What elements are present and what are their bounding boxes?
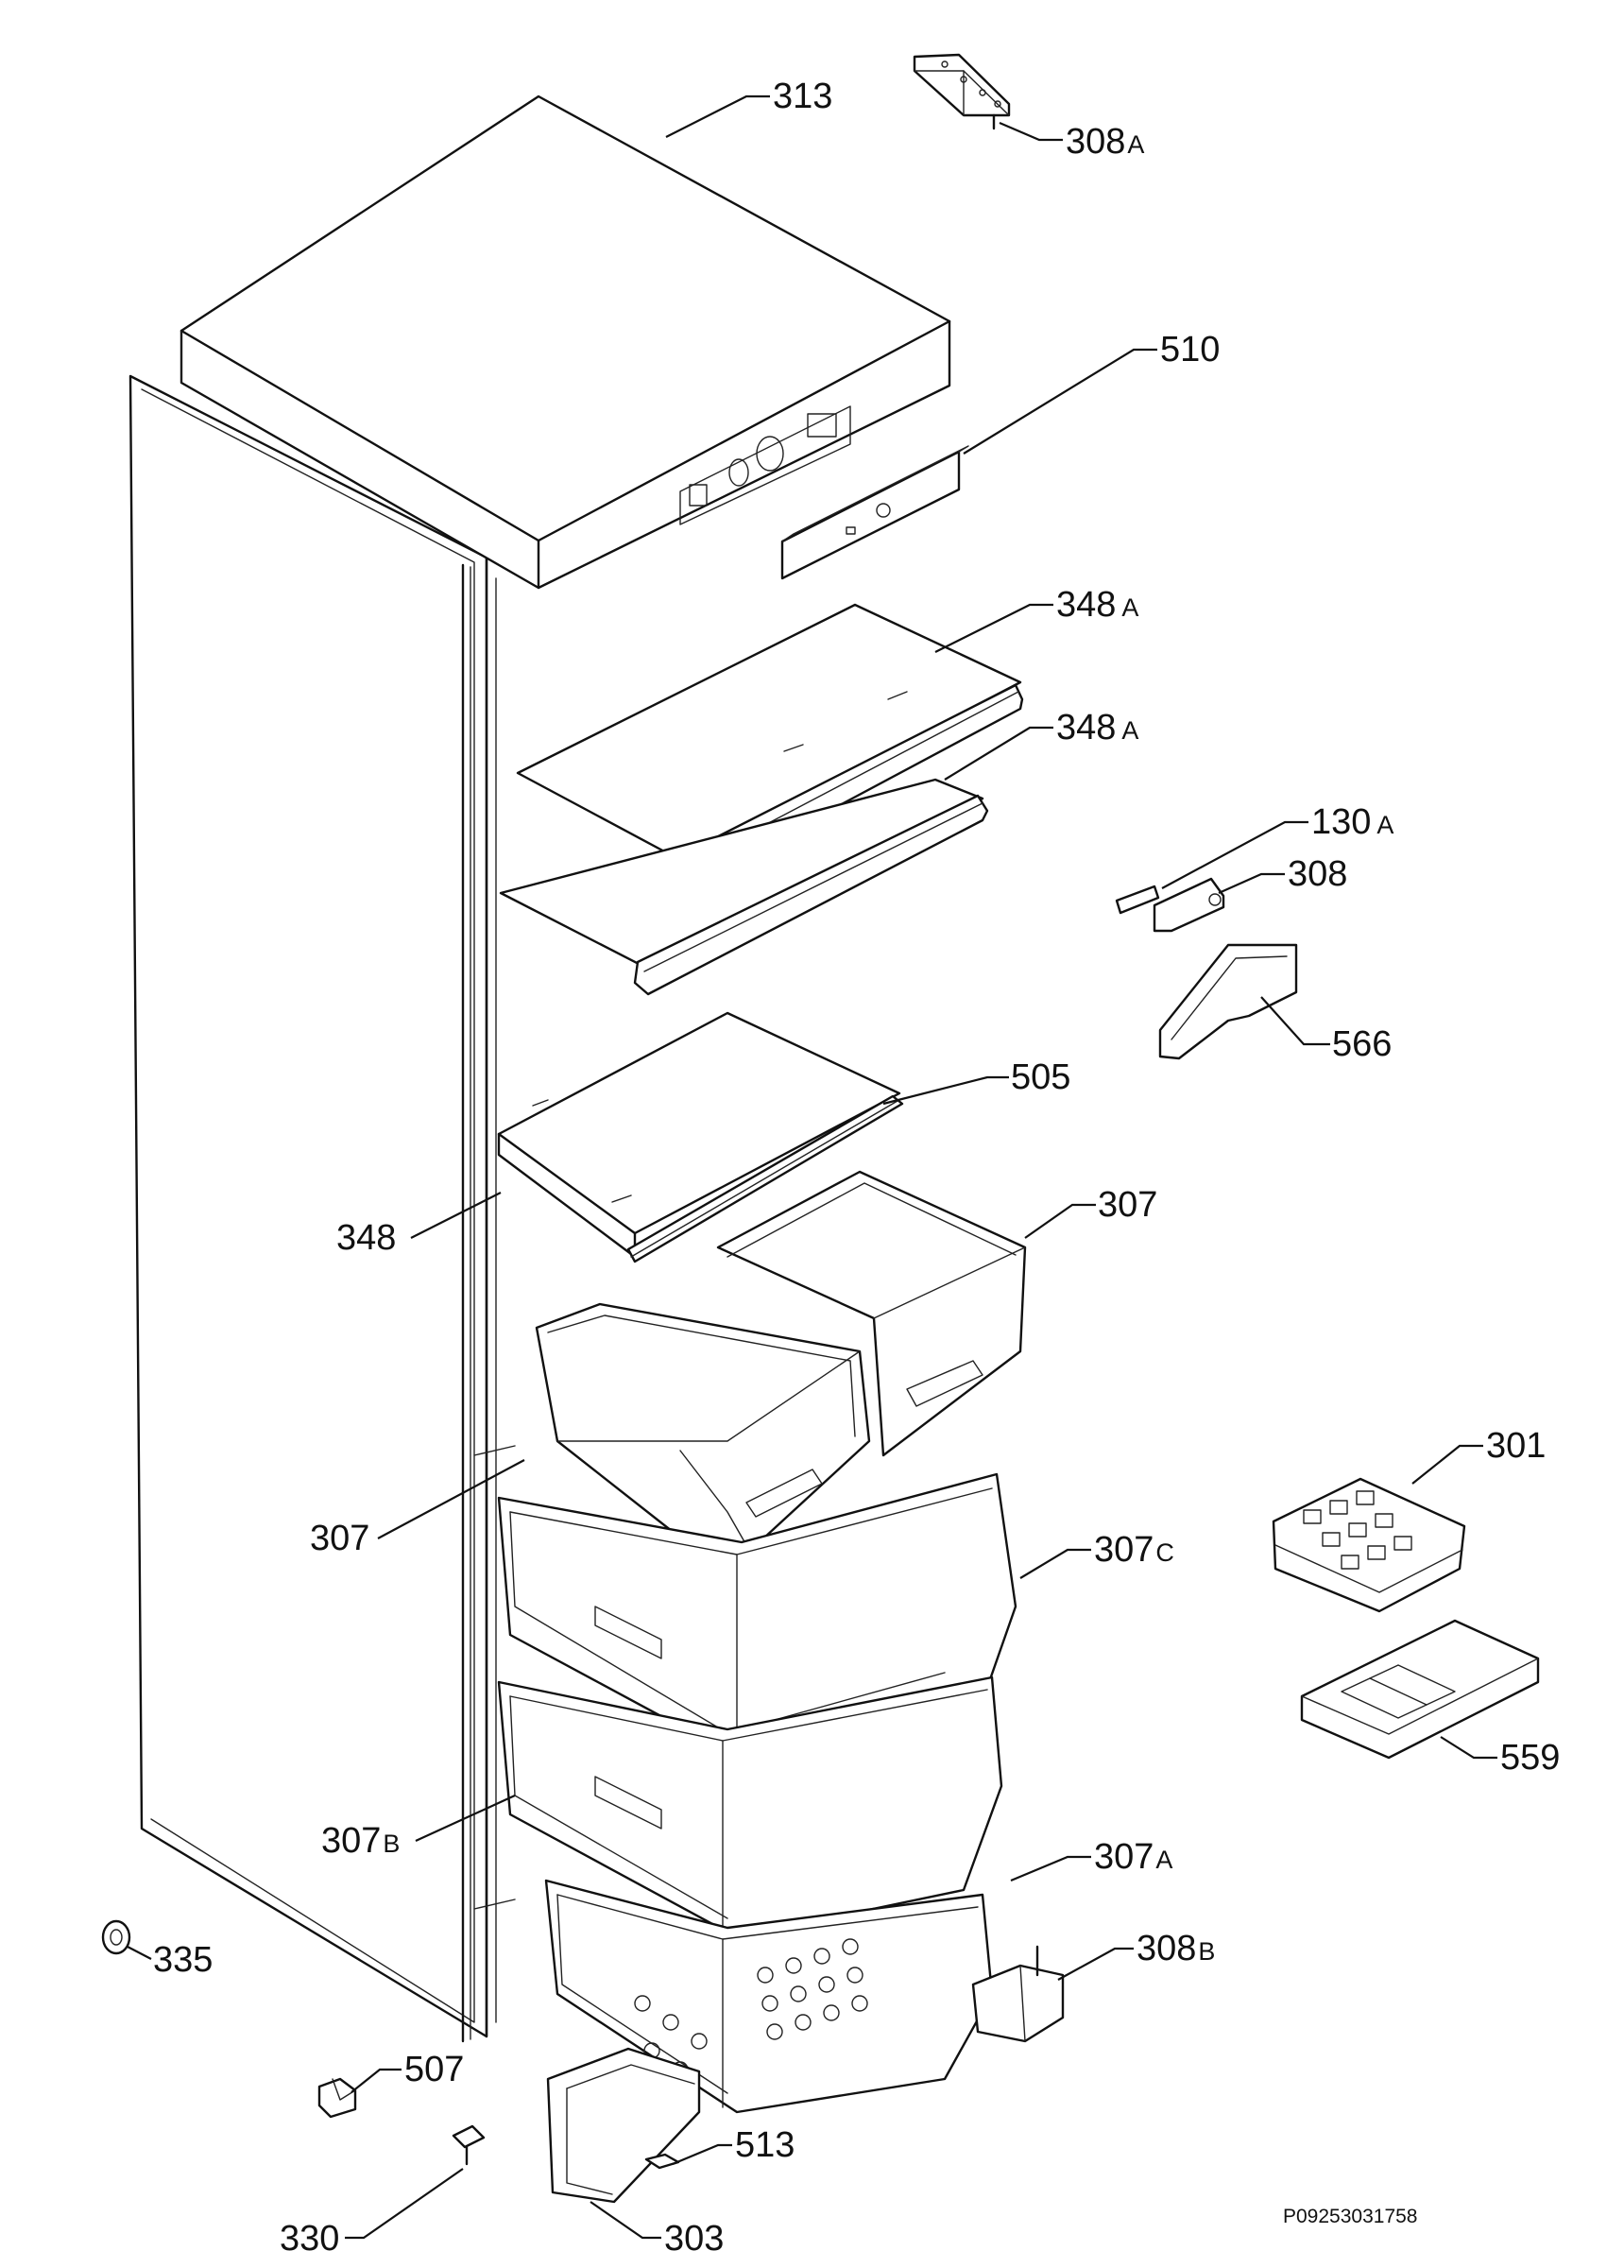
- label-308a: 308A: [1066, 122, 1144, 162]
- crisper-drawer-right: [716, 1170, 1027, 1457]
- label-507: 507: [404, 2050, 464, 2089]
- adjustable-foot: [101, 1919, 131, 1955]
- label-335: 335: [153, 1940, 213, 1980]
- door-stop-bracket: [1158, 943, 1298, 1060]
- label-513: 513: [735, 2125, 795, 2165]
- label-307b: 307B: [321, 1821, 400, 1861]
- lower-hinge: [971, 1945, 1065, 2043]
- door-shelf-lower: [499, 778, 989, 996]
- top-hinge: [913, 53, 1011, 130]
- top-cover: [179, 94, 951, 590]
- clip: [317, 2077, 357, 2119]
- freezer-drawer-bottom: [544, 1879, 994, 2114]
- hinge-cover: [1115, 885, 1160, 915]
- control-panel-cover: [780, 445, 969, 580]
- label-308: 308: [1288, 854, 1347, 894]
- middle-hinge: [1153, 877, 1225, 933]
- cabinet-body: [128, 374, 516, 2043]
- label-510: 510: [1160, 330, 1220, 369]
- shelf-trim-strip: [626, 1094, 904, 1263]
- label-313: 313: [773, 77, 832, 116]
- label-303: 303: [664, 2219, 724, 2259]
- screw: [452, 2124, 486, 2166]
- label-307a: 307A: [1094, 1837, 1172, 1877]
- label-307-left: 307: [310, 1519, 369, 1558]
- label-505: 505: [1011, 1057, 1070, 1097]
- label-559: 559: [1500, 1738, 1560, 1778]
- leader-lines: [127, 94, 1497, 2240]
- label-308b: 308B: [1137, 1929, 1215, 1968]
- drawing-code: P09253031758: [1283, 2206, 1417, 2227]
- kickplate: [546, 2047, 701, 2204]
- label-307-right: 307: [1098, 1185, 1157, 1225]
- ice-cube-tray-lid: [1300, 1619, 1540, 1760]
- ice-cube-tray: [1272, 1477, 1466, 1613]
- crisper-drawer-left: [535, 1302, 871, 1552]
- label-330: 330: [280, 2219, 339, 2259]
- label-348: 348: [336, 1218, 396, 1258]
- label-307c: 307C: [1094, 1530, 1174, 1570]
- label-566: 566: [1332, 1024, 1392, 1064]
- freezer-drawer-top: [497, 1472, 1017, 1769]
- label-301: 301: [1486, 1426, 1546, 1466]
